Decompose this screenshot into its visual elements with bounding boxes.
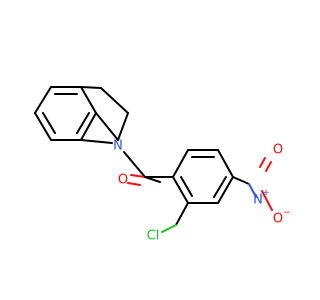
- bond: [175, 202, 189, 226]
- bond: [95, 112, 119, 141]
- bond: [80, 139, 113, 144]
- bond: [100, 87, 129, 114]
- atom-labels: N O Cl N + O O −: [113, 139, 291, 244]
- bond: [217, 176, 234, 204]
- bonds: [34, 86, 273, 233]
- bond: [213, 176, 227, 198]
- bond: [217, 149, 234, 178]
- charge-plus: +: [262, 188, 270, 198]
- bond: [34, 112, 52, 141]
- bond: [259, 157, 266, 168]
- bond: [34, 86, 52, 114]
- bond: [42, 112, 56, 134]
- bond: [180, 176, 193, 197]
- molecule-structure: N O Cl N + O O −: [34, 86, 291, 244]
- atom-o-nitro-bottom: O: [273, 212, 283, 227]
- atom-cl: Cl: [147, 229, 160, 244]
- bond: [161, 224, 177, 233]
- bond: [232, 176, 250, 185]
- bond: [117, 112, 129, 141]
- bond: [130, 174, 146, 178]
- atom-n-nitro: N: [253, 193, 263, 208]
- bond: [172, 149, 189, 178]
- bond: [127, 182, 141, 186]
- bond: [172, 176, 189, 204]
- atom-n-indoline: N: [113, 139, 123, 154]
- bond: [80, 112, 97, 141]
- atom-o-nitro-top: O: [273, 143, 283, 158]
- bond: [80, 86, 102, 89]
- atom-o-carbonyl: O: [118, 173, 128, 188]
- bond: [76, 112, 90, 134]
- charge-minus: −: [283, 208, 291, 218]
- bond: [265, 161, 272, 172]
- bond: [123, 151, 146, 178]
- bond: [261, 190, 273, 211]
- bond: [80, 86, 97, 114]
- bond: [248, 183, 257, 198]
